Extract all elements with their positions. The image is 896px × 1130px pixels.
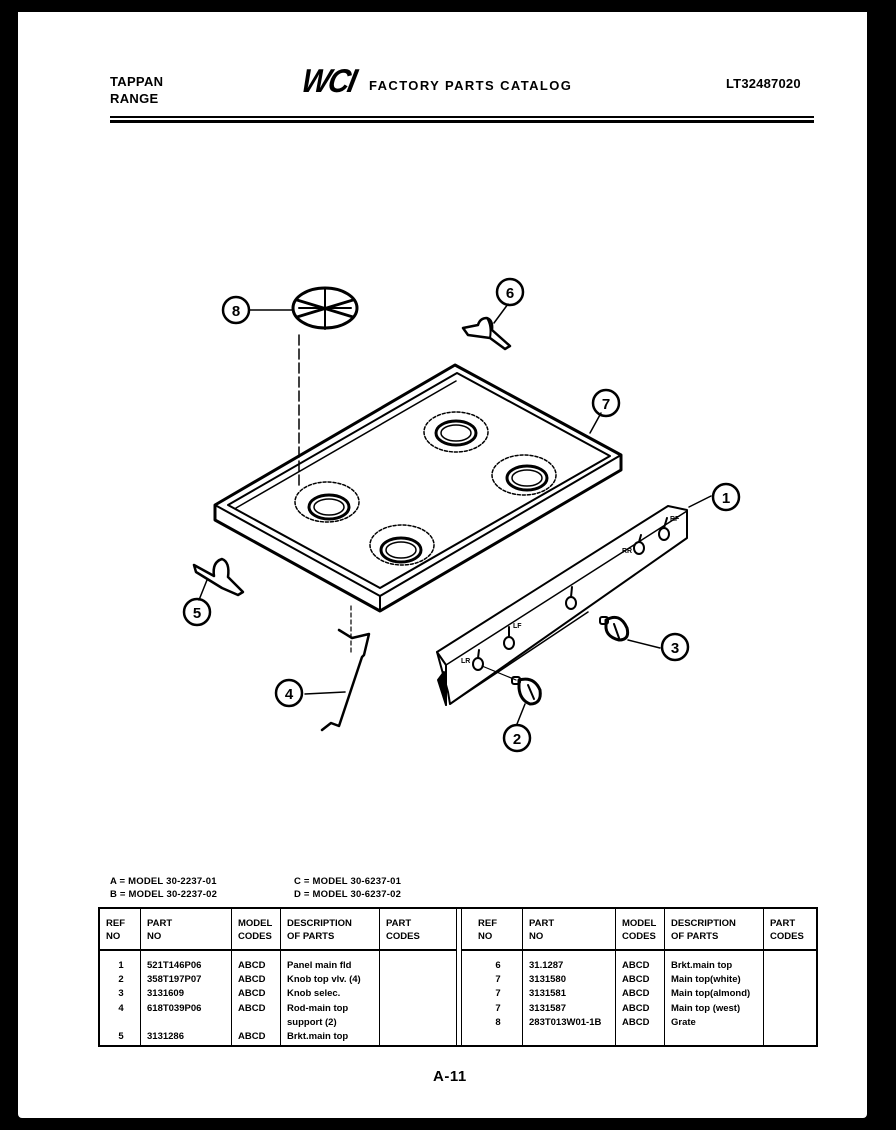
callout-3: 3 [660,632,690,662]
col-model-codes: MODEL CODES [615,909,665,951]
callout-7: 7 [591,388,621,418]
support-rod-illustration [320,605,371,732]
callout-4: 4 [274,678,304,708]
page-number: A-11 [433,1068,467,1085]
catalog-code: LT32487020 [726,76,801,91]
header-rule [110,116,814,118]
svg-text:7: 7 [602,396,610,413]
brand-block: TAPPAN RANGE [110,73,163,107]
parts-table-frame [98,907,818,1047]
part-codes-cell [379,950,457,1046]
model-d: D = MODEL 30-6237-02 [294,889,402,900]
col-part-no: PART NO [522,909,616,951]
callout-8: 8 [221,295,251,325]
table-header-row: REF NO PART NO MODEL CODES DESCRIPTION O… [462,909,816,951]
header-rule-thick [110,120,814,123]
svg-text:3: 3 [671,640,679,657]
model-codes-cell: ABCD ABCD ABCD ABCD ABCD [615,950,665,1046]
bracket-right-illustration [461,316,512,351]
grate-illustration [291,286,359,489]
panel-labels: LR LF RR RF [461,516,680,665]
col-part-codes: PART CODES [763,909,816,951]
product-type: RANGE [110,91,159,106]
callout-1: 1 [711,482,741,512]
knob-selector-illustration [599,615,630,642]
svg-text:2: 2 [513,731,521,748]
col-ref-no: REF NO [100,909,141,951]
col-description: DESCRIPTION OF PARTS [664,909,764,951]
svg-text:8: 8 [232,303,240,320]
model-c: C = MODEL 30-6237-01 [294,876,402,887]
callout-6: 6 [495,277,525,307]
description-cell: Brkt.main top Main top(white) Main top(a… [664,950,764,1046]
parts-table-right: REF NO PART NO MODEL CODES DESCRIPTION O… [462,909,816,1046]
col-model-codes: MODEL CODES [231,909,281,951]
col-part-codes: PART CODES [379,909,457,951]
catalog-title: FACTORY PARTS CATALOG [369,78,573,93]
callout-5: 5 [182,597,212,627]
burner-rear-left [423,411,489,453]
brand-name: TAPPAN [110,74,164,89]
leader-lines [198,303,712,725]
svg-text:RR: RR [622,548,632,555]
exploded-parts-diagram: LR LF RR RF 8 6 7 1 3 2 4 5 [182,277,741,753]
callouts: 8 6 7 1 3 2 4 5 [182,277,741,753]
main-top-illustration [213,363,623,613]
ref-no-cell: 6 7 7 7 8 [495,960,501,1028]
knob-top-valve-illustration [511,676,542,706]
svg-text:1: 1 [722,490,730,507]
col-part-no: PART NO [140,909,232,951]
svg-text:LF: LF [513,623,522,630]
model-legend-left: A = MODEL 30-2237-01 B = MODEL 30-2237-0… [110,875,217,901]
callout-2: 2 [502,723,532,753]
part-codes-cell [763,950,816,1046]
control-panel-illustration: LR LF RR RF [436,505,688,706]
svg-text:RF: RF [670,516,680,523]
parts-table-left: REF NO PART NO MODEL CODES DESCRIPTION O… [100,909,457,1046]
table-header-row: REF NO PART NO MODEL CODES DESCRIPTION O… [100,909,457,951]
table-divider [456,907,462,1047]
ref-no-cell: 1 2 3 4 5 [118,960,124,1043]
bracket-left-illustration [192,557,245,597]
col-description: DESCRIPTION OF PARTS [280,909,380,951]
burner-rear-right [491,454,557,496]
svg-text:4: 4 [285,686,294,703]
model-codes-cell: ABCD ABCD ABCD ABCD ABCD [231,950,281,1046]
model-b: B = MODEL 30-2237-02 [110,889,218,900]
col-ref-no: REF NO [462,909,523,951]
svg-text:5: 5 [193,605,201,622]
svg-text:6: 6 [506,285,514,302]
burner-front-left [294,481,360,523]
table-row: 1 2 3 4 5 521T146P06 358T197P07 3131609 … [100,950,457,1046]
table-row: 6 7 7 7 8 31.1287 3131580 3131581 313158… [462,950,816,1046]
model-a: A = MODEL 30-2237-01 [110,876,217,887]
part-no-cell: 521T146P06 358T197P07 3131609 618T039P06… [140,950,232,1046]
part-no-cell: 31.1287 3131580 3131581 3131587 283T013W… [522,950,616,1046]
svg-text:LR: LR [461,658,470,665]
model-legend-right: C = MODEL 30-6237-01 D = MODEL 30-6237-0… [294,875,401,901]
description-cell: Panel main fld Knob top vlv. (4) Knob se… [280,950,380,1046]
burner-front-right [369,524,435,566]
